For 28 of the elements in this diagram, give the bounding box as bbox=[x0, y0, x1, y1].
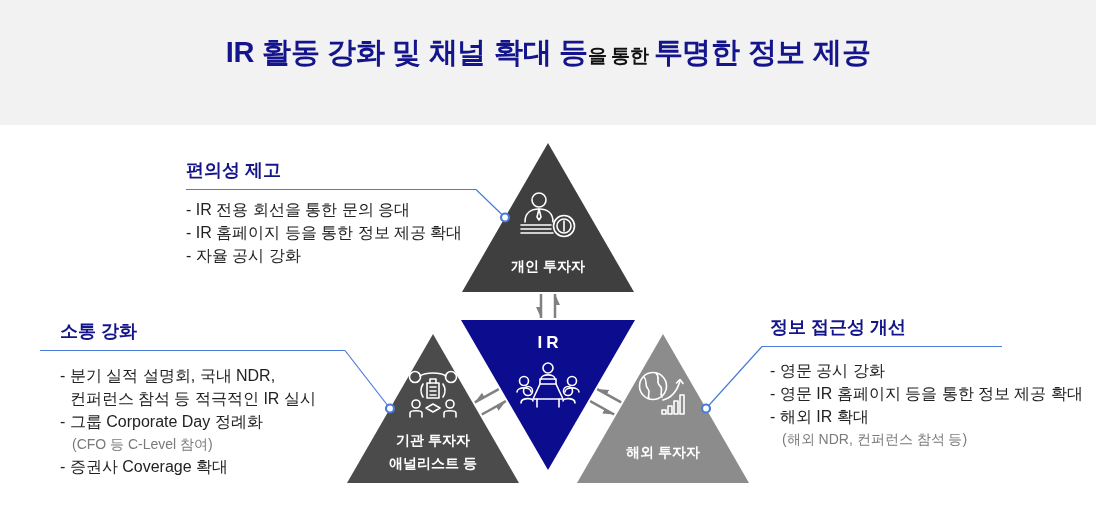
bullet-item: - IR 전용 회선을 통한 문의 응대 bbox=[186, 200, 410, 220]
bullet-item: - 자율 공시 강화 bbox=[186, 246, 301, 266]
arrow bbox=[481, 400, 507, 416]
bullet-item: - 해외 IR 확대 bbox=[770, 407, 869, 427]
triangle-label: 해외 투자자 bbox=[626, 443, 700, 462]
arrow bbox=[536, 294, 543, 318]
arrow bbox=[553, 294, 560, 318]
bullet-item: - 영문 공시 강화 bbox=[770, 361, 885, 381]
bullet-item: - 그룹 Corporate Day 정례화 bbox=[60, 412, 263, 432]
triangle-label: 기관 투자자 애널리스트 등 bbox=[388, 431, 478, 473]
leader-line bbox=[475, 188, 511, 223]
arrow bbox=[474, 388, 500, 404]
triangle-label: IR bbox=[536, 332, 563, 354]
leader-line bbox=[344, 349, 396, 414]
section-heading: 정보 접근성 개선 bbox=[770, 316, 906, 339]
bullet-item: - IR 홈페이지 등을 통한 정보 제공 확대 bbox=[186, 223, 463, 243]
bullet-item: - 분기 실적 설명회, 국내 NDR, 컨퍼런스 참석 등 적극적인 IR 실시 bbox=[60, 366, 317, 409]
section-heading: 편의성 제고 bbox=[186, 159, 281, 182]
section-heading: 소통 강화 bbox=[60, 320, 137, 343]
bullet-item: - 증권사 Coverage 확대 bbox=[60, 457, 229, 477]
note-text: (CFO 등 C-Level 참여) bbox=[72, 435, 213, 454]
bullet-item: - 영문 IR 홈페이지 등을 통한 정보 제공 확대 bbox=[770, 384, 1083, 404]
arrow bbox=[589, 400, 615, 416]
leader-line bbox=[700, 345, 763, 414]
title: IR 활동 강화 및 채널 확대 등을 통한 투명한 정보 제공 bbox=[225, 35, 871, 70]
note-text: (해외 NDR, 컨퍼런스 참석 등) bbox=[782, 430, 968, 449]
triangle-label: 개인 투자자 bbox=[511, 257, 585, 276]
arrow bbox=[596, 388, 622, 404]
